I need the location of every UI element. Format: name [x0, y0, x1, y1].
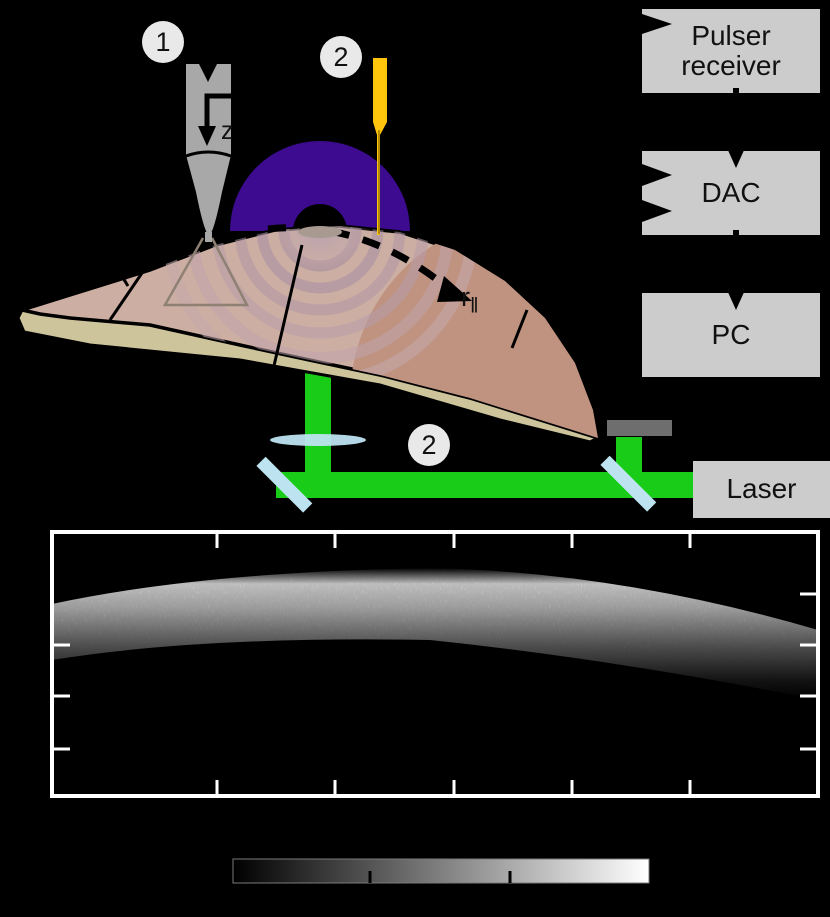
- z-axis-arrow: [198, 93, 236, 146]
- arrowhead-into-pulser-receiver: [638, 14, 672, 34]
- equipment-box-pulser-receiver[interactable]: Pulser receiver: [642, 9, 820, 93]
- callout-2-optics: 2: [408, 424, 450, 466]
- bscan-ticks: [52, 532, 818, 796]
- callout-2-label: 2: [333, 41, 349, 72]
- z-axis-label: z: [221, 117, 234, 145]
- pc-label: PC: [711, 318, 751, 350]
- pulser-receiver-label-line-1: Pulser: [691, 19, 771, 51]
- r-parallel-dashed-arc: [267, 224, 472, 303]
- r-parallel-label: r‖: [461, 282, 479, 318]
- arrowhead-into-dac-lower: [638, 200, 672, 222]
- mirror-top-block: [607, 420, 672, 436]
- callout-1-label: 1: [155, 26, 171, 57]
- r-parallel-subscript: ‖: [470, 294, 479, 318]
- mirror-left: [256, 456, 313, 513]
- arrowhead-into-dac-upper: [638, 164, 672, 186]
- callout-1: 1: [142, 21, 184, 63]
- mirror-right: [600, 455, 657, 512]
- arrowhead-dac-to-pc: [727, 230, 745, 310]
- equipment-box-laser[interactable]: Laser: [693, 461, 830, 518]
- bscan-speckle: [52, 532, 818, 796]
- arrowhead-pulser-to-dac: [727, 88, 745, 168]
- equipment-box-dac[interactable]: DAC: [642, 151, 820, 235]
- optical-fiber-needle: [373, 58, 387, 235]
- pulser-receiver-label-line-2: receiver: [681, 50, 781, 81]
- callout-2b-label: 2: [421, 429, 437, 460]
- lens-icon: [270, 434, 366, 446]
- intensity-colorbar: [232, 858, 650, 884]
- ultrasound-field-dome: [230, 141, 410, 231]
- laser-label: Laser: [726, 473, 797, 505]
- skin-crease-lines: [108, 244, 529, 384]
- callout-2-fiber: 2: [320, 36, 362, 78]
- bscan-border: [50, 530, 820, 798]
- dac-label: DAC: [701, 176, 761, 208]
- optics-assembly: [256, 420, 672, 513]
- equipment-box-pc[interactable]: PC: [642, 293, 820, 377]
